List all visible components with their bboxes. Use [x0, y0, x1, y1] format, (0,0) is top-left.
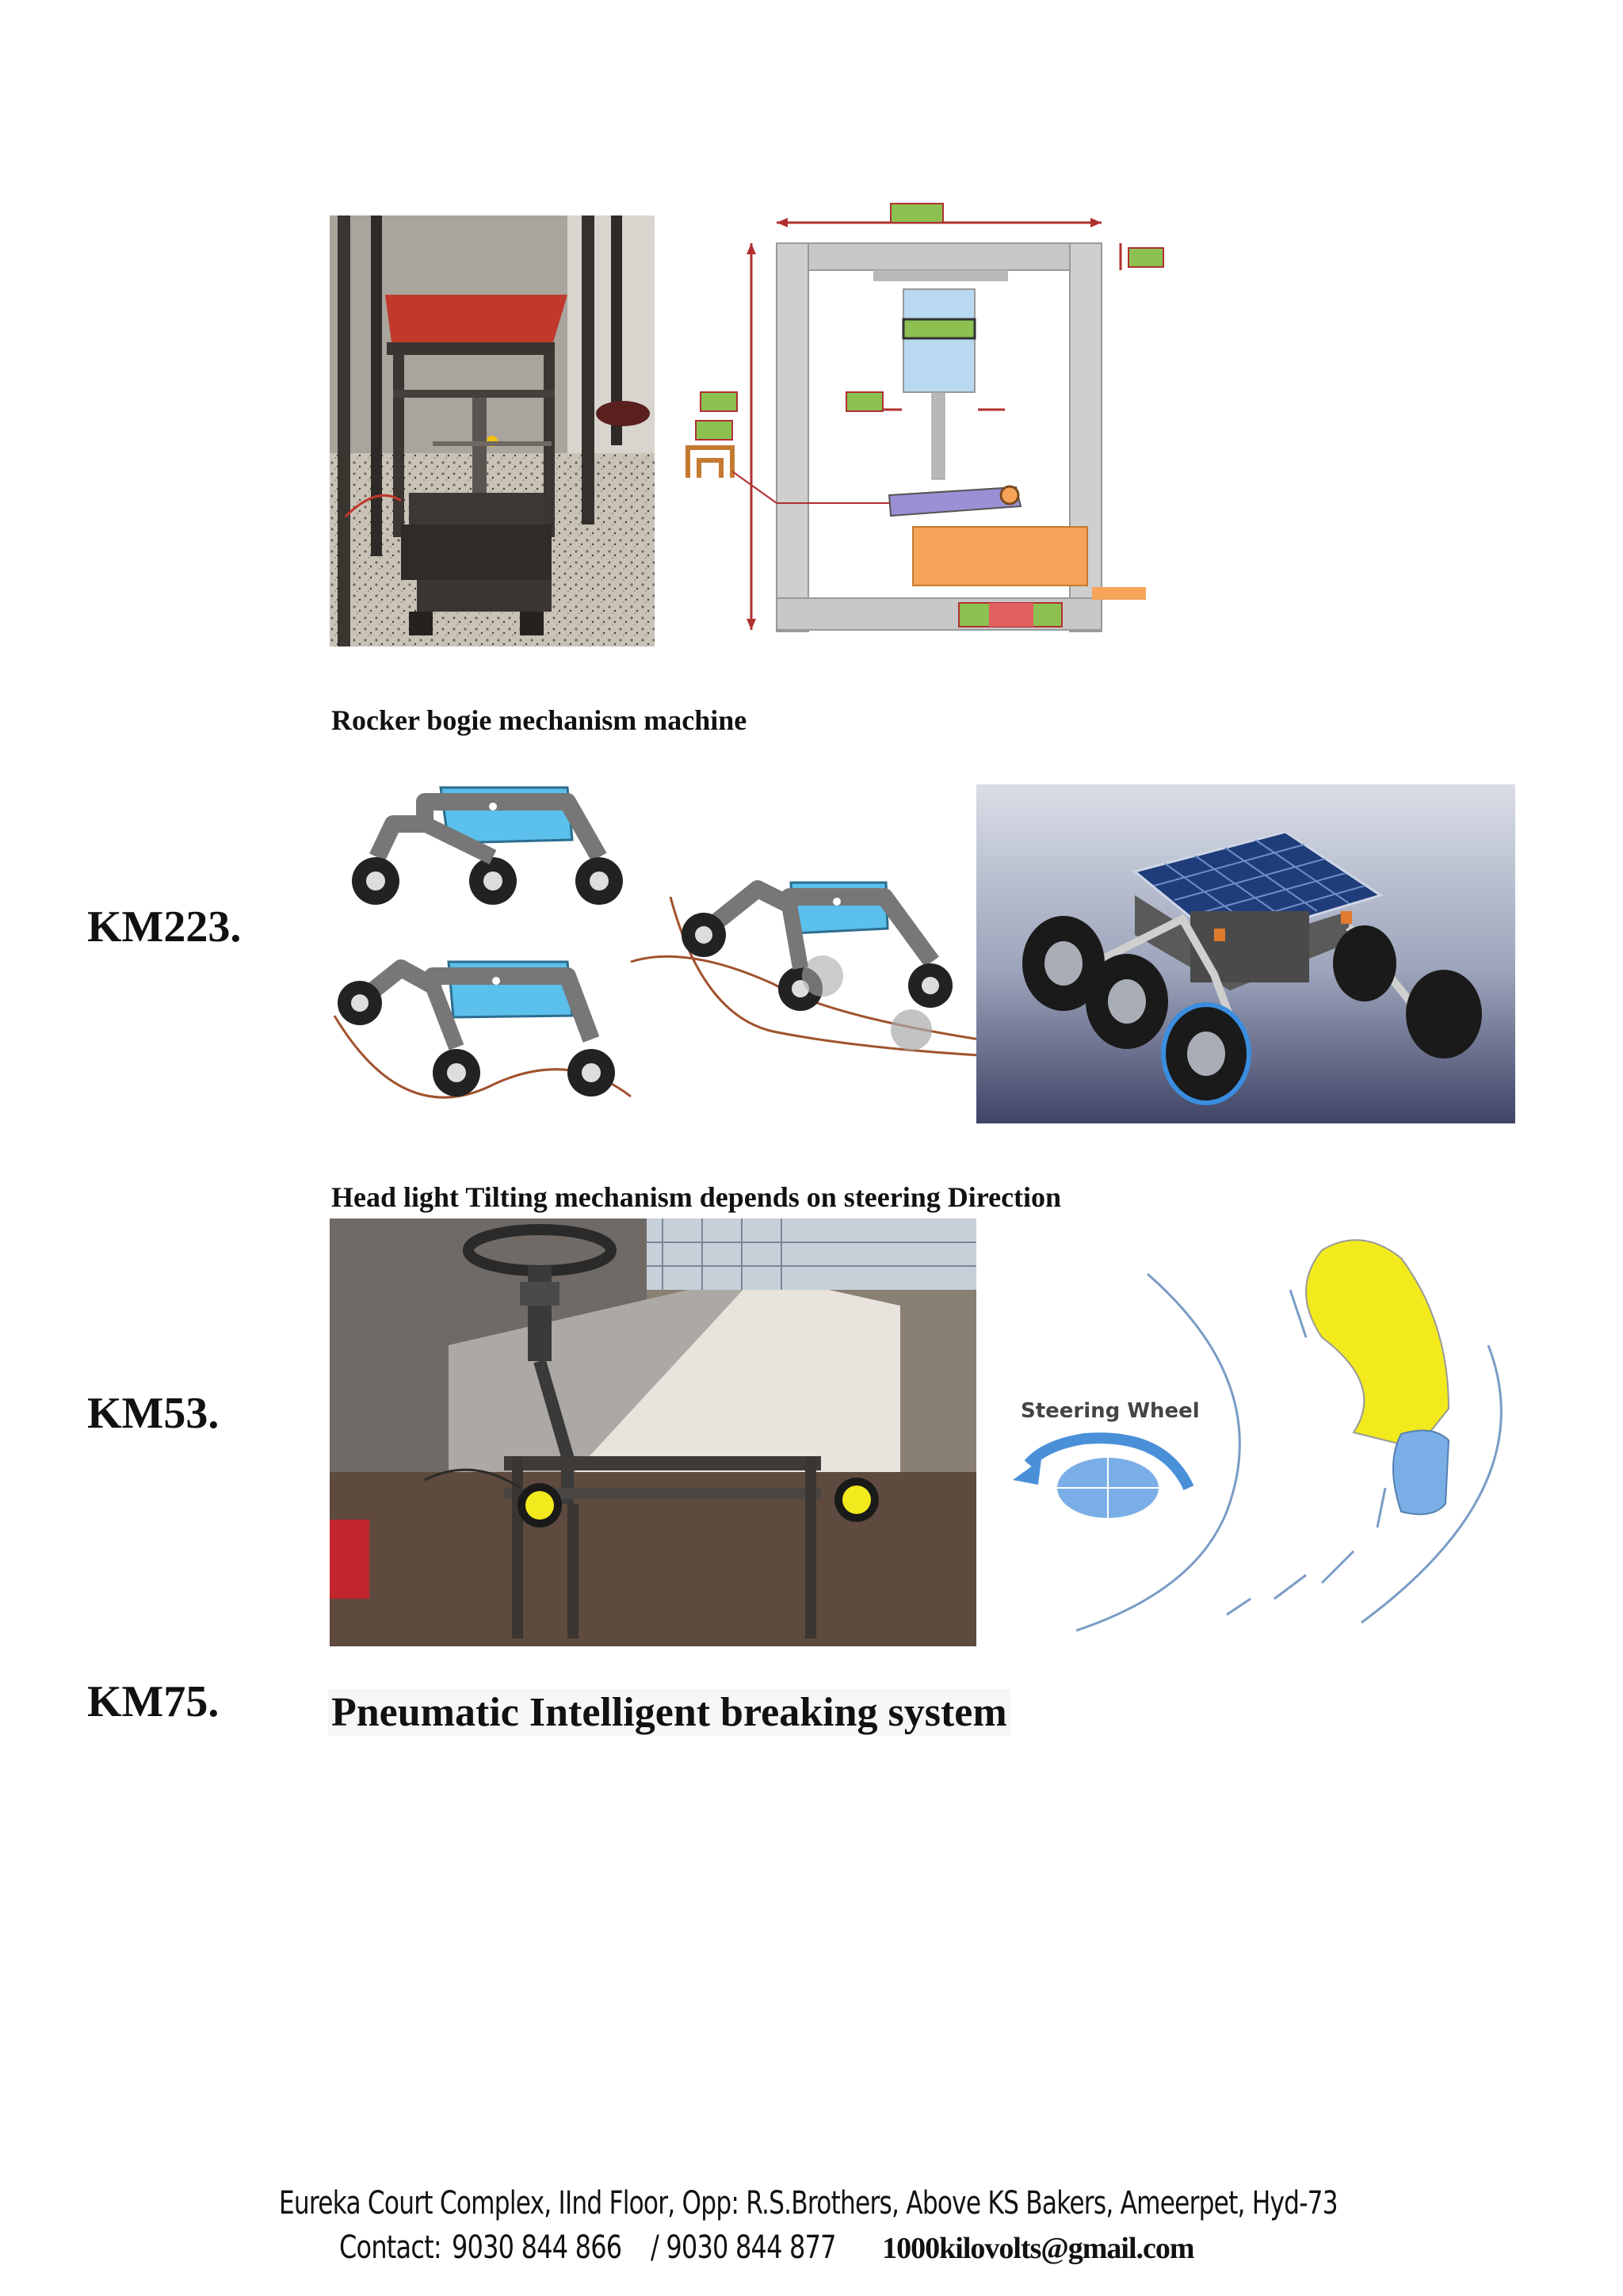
press-schematic-diagram: [683, 202, 1174, 638]
rocker-bogie-diagram: [330, 778, 980, 1127]
km75-code: KM75.: [87, 1677, 220, 1726]
phone-1: 9030 844 866: [451, 2229, 622, 2266]
footer-address: Eureka Court Complex, IInd Floor, Opp: R…: [279, 2185, 1338, 2222]
km53-code: KM53.: [87, 1389, 220, 1438]
km223-top-caption: Rocker bogie mechanism machine: [331, 704, 747, 736]
email-address[interactable]: 1000kilovolts@gmail.com: [882, 2232, 1194, 2265]
phone-2: / 9030 844 877: [651, 2229, 837, 2266]
steering-wheel-label: Steering Wheel: [1021, 1399, 1200, 1423]
contact-label: Contact:: [339, 2229, 442, 2266]
km75-title: Pneumatic Intelligent breaking system: [328, 1689, 1010, 1736]
press-machine-photo: [330, 215, 655, 646]
km53-caption: Head light Tilting mechanism depends on …: [331, 1181, 1062, 1213]
steering-rig-photo: [330, 1219, 976, 1646]
km223-code: KM223.: [87, 902, 242, 952]
footer-contact: Contact: 9030 844 866 / 9030 844 877 100…: [339, 2229, 1195, 2266]
steering-diagram: Steering Wheel: [989, 1226, 1528, 1638]
rover-3d-render: [976, 784, 1515, 1123]
